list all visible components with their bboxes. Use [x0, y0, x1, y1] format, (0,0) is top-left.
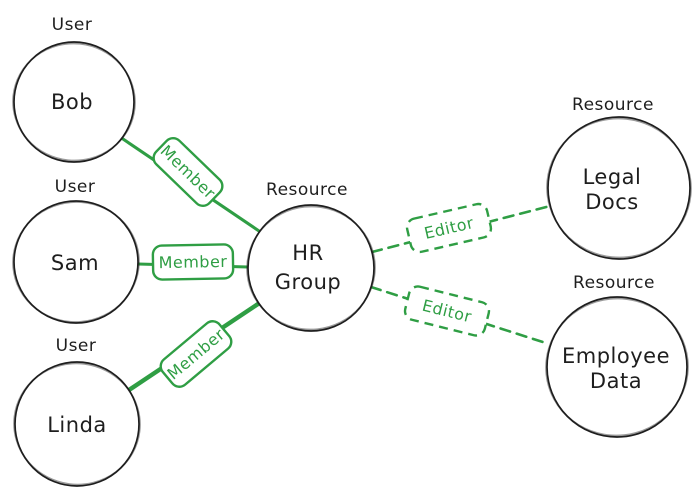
member-badge-box: [152, 136, 224, 208]
member-badge-box: [159, 320, 233, 388]
node-type-label: User: [52, 15, 93, 35]
member-badge: Member: [152, 136, 224, 208]
node-type-label: User: [56, 336, 97, 356]
node-type-label: Resource: [573, 273, 655, 293]
edge-linda-hr-group: Member: [126, 301, 261, 393]
node-circle: [13, 200, 139, 324]
node-circle: [13, 41, 135, 163]
node-linda: User Linda: [13, 336, 141, 487]
node-name: Legal: [583, 165, 642, 189]
node-name: Linda: [47, 413, 107, 437]
member-badge: Member: [159, 320, 233, 388]
node-type-label: Resource: [572, 95, 654, 115]
node-circle-sketch: [12, 42, 136, 162]
node-circle: [14, 361, 140, 487]
node-circle: [247, 204, 375, 332]
edge-sam-hr-group: Member: [136, 243, 250, 281]
editor-badge: Editor: [403, 285, 491, 337]
editor-badge: Editor: [405, 202, 493, 254]
node-circle: [546, 296, 688, 438]
node-name: Docs: [585, 190, 639, 214]
edge-hr-group-legal-docs: Editor: [370, 202, 552, 254]
node-circle-sketch: [546, 117, 692, 259]
node-sam: User Sam: [12, 177, 140, 324]
node-circle-sketch: [545, 297, 689, 437]
node-name: Bob: [51, 90, 93, 114]
member-badge-label: Member: [158, 252, 227, 272]
editor-badge-box: [403, 285, 491, 337]
node-legal-docs: Resource Legal Docs: [546, 95, 692, 260]
edge-hr-group-employee-data: Editor: [369, 285, 551, 346]
node-bob: User Bob: [12, 15, 136, 163]
node-circle: [547, 116, 691, 260]
member-badge-box: [151, 243, 235, 281]
node-name: HR: [292, 241, 323, 265]
node-hr-group: Resource HR Group: [246, 180, 376, 332]
node-circle-sketch: [12, 201, 140, 323]
node-name: Sam: [51, 251, 99, 275]
node-circle-sketch: [13, 362, 141, 486]
node-name: Data: [590, 369, 642, 393]
node-name: Employee: [562, 344, 670, 368]
node-name: Group: [275, 270, 341, 294]
node-employee-data: Resource Employee Data: [545, 273, 689, 438]
node-type-label: Resource: [266, 180, 348, 200]
node-type-label: User: [55, 177, 96, 197]
edge-bob-hr-group: Member: [121, 136, 261, 233]
node-circle-sketch: [246, 205, 376, 331]
editor-badge-box: [405, 202, 493, 254]
member-badge: Member: [151, 243, 235, 281]
